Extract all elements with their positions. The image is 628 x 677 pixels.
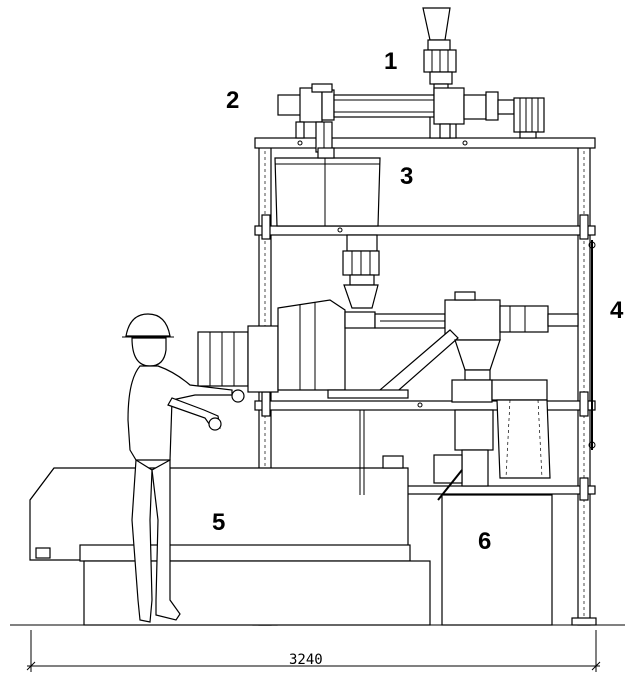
dimension-line: [26, 630, 601, 672]
label-5: 5: [212, 509, 225, 536]
label-3: 3: [400, 163, 413, 190]
chute-and-tanks: [433, 339, 551, 501]
steel-frame: [252, 137, 597, 626]
label-4: 4: [610, 297, 624, 324]
intermediate-feeder: [342, 234, 380, 309]
operator-figure: [122, 313, 245, 623]
label-1: 1: [384, 48, 397, 75]
mid-hopper-box: [274, 147, 381, 227]
bench-conveyor-5: [29, 410, 431, 626]
label-6: 6: [478, 528, 491, 555]
dimension-label: 3240: [289, 652, 323, 668]
top-horizontal-conveyor: [277, 83, 545, 153]
label-2: 2: [226, 87, 239, 114]
main-extruder: [197, 291, 579, 399]
base-cabinet-6: [441, 494, 553, 626]
